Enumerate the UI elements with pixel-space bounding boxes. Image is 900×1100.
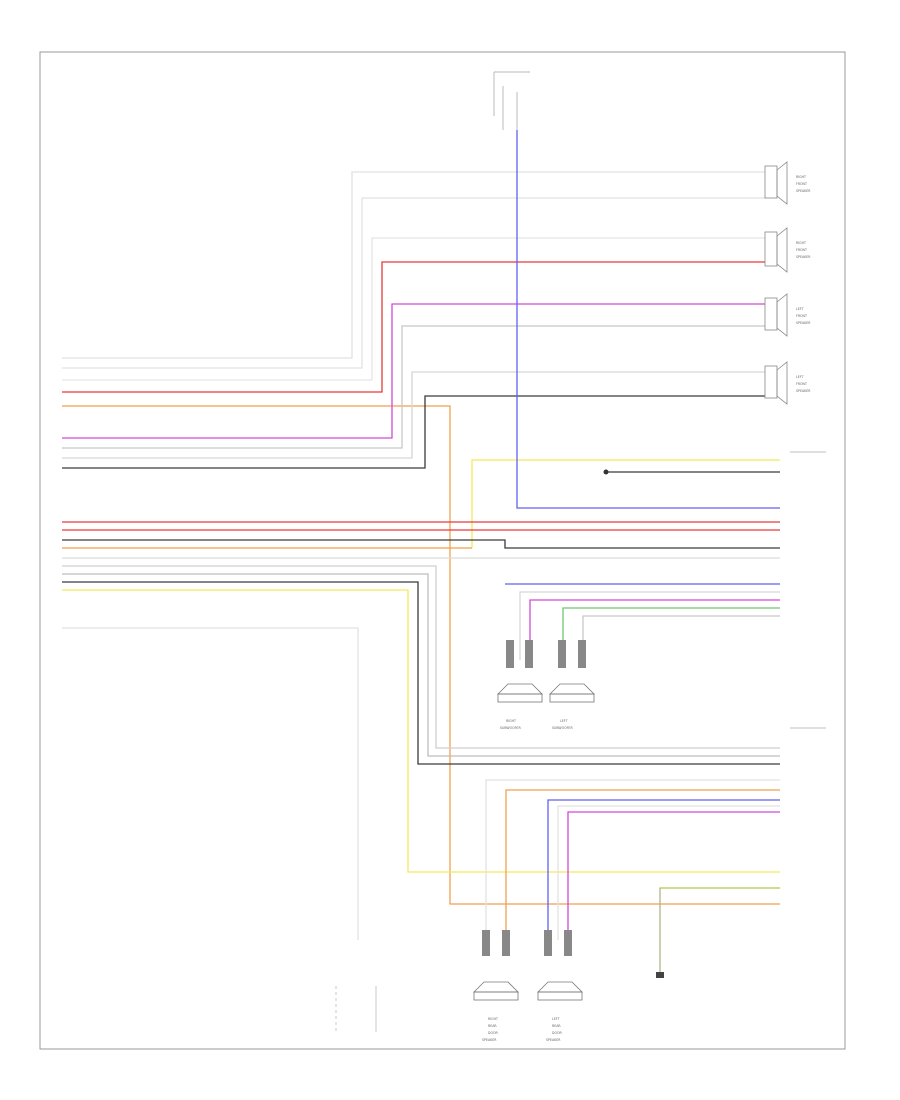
rear-left-label-4: SPEAKER <box>546 1038 561 1042</box>
wire-dark-row <box>62 539 780 549</box>
front-speakers: RIGHT FRONT SPEAKER RIGHT FRONT SPEAKER … <box>764 161 811 405</box>
speaker-right-front-1: RIGHT FRONT SPEAKER <box>764 161 811 205</box>
wire-rear-blue <box>547 799 780 940</box>
wire-white-lower <box>62 627 359 940</box>
wire-rear-orange <box>505 789 780 940</box>
wire-white-1 <box>62 171 765 359</box>
wire-sub-a <box>519 591 780 660</box>
rear-speaker-left: LEFT REAR DOOR SPEAKER <box>537 930 583 1042</box>
wire-magenta-1 <box>62 303 765 439</box>
wire-gray-2 <box>62 371 765 459</box>
rear-left-label-2: REAR <box>552 1024 561 1028</box>
speaker-left-front-2: LEFT FRONT SPEAKER <box>764 361 811 405</box>
wire-red-1 <box>62 261 765 393</box>
wire-rear-white-2 <box>557 805 780 940</box>
rear-right-label-4: SPEAKER <box>482 1038 497 1042</box>
splice-point <box>603 469 609 475</box>
wire-green-yellow <box>659 887 780 975</box>
speaker-1-label-3: SPEAKER <box>796 189 811 193</box>
subwoofer-left: LEFT SUBWOOFER <box>549 640 595 730</box>
wire-sub-d <box>582 615 780 660</box>
subwoofer-right-label-2: SUBWOOFER <box>500 726 521 730</box>
speaker-right-front-2: RIGHT FRONT SPEAKER <box>764 227 811 273</box>
speaker-3-label-2: FRONT <box>796 314 807 318</box>
rear-speakers: RIGHT REAR DOOR SPEAKER LEFT REAR DOOR S… <box>473 930 583 1042</box>
speaker-left-front-1: LEFT FRONT SPEAKER <box>764 293 811 337</box>
rear-left-label-3: DOOR <box>552 1031 562 1035</box>
wire-gray-1 <box>62 325 765 449</box>
wire-yellow-row <box>62 589 780 873</box>
rear-right-label-1: RIGHT <box>488 1017 498 1021</box>
rear-speaker-right: RIGHT REAR DOOR SPEAKER <box>473 930 519 1042</box>
diagram-frame <box>39 51 846 1050</box>
right-connectors <box>656 451 826 978</box>
wires <box>62 130 780 975</box>
lower-left-component <box>335 986 377 1032</box>
wire-gray-row-b <box>62 573 780 757</box>
speaker-3-label-3: SPEAKER <box>796 321 811 325</box>
wire-white-3 <box>62 237 765 381</box>
subwoofer-right-label-1: RIGHT <box>506 719 516 723</box>
rear-right-label-2: REAR <box>488 1024 497 1028</box>
speaker-2-label-3: SPEAKER <box>796 255 811 259</box>
rear-left-label-1: LEFT <box>552 1017 560 1021</box>
speaker-2-label-2: FRONT <box>796 248 807 252</box>
speaker-4-label-2: FRONT <box>796 382 807 386</box>
wire-sub-b <box>529 599 780 660</box>
wire-gray-row-a <box>62 565 780 749</box>
subwoofer-left-label-2: SUBWOOFER <box>552 726 573 730</box>
speaker-4-label-1: LEFT <box>796 375 804 379</box>
subwoofers: RIGHT SUBWOOFER LEFT SUBWOOFER <box>497 640 595 730</box>
wire-rear-magenta <box>567 811 780 940</box>
wire-white-2 <box>62 197 765 369</box>
wire-blue-vertical <box>516 130 780 509</box>
speaker-2-label-1: RIGHT <box>796 241 806 245</box>
wire-dark-speaker <box>62 395 765 469</box>
rear-right-label-3: DOOR <box>488 1031 498 1035</box>
wire-dark-row-b <box>62 581 780 765</box>
wire-rear-white <box>485 779 780 940</box>
wire-yellow-upper <box>471 459 780 548</box>
subwoofer-left-label-1: LEFT <box>560 719 568 723</box>
speaker-4-label-3: SPEAKER <box>796 389 811 393</box>
subwoofer-right: RIGHT SUBWOOFER <box>497 640 543 730</box>
wire-orange-long <box>62 405 780 905</box>
speaker-1-label-1: RIGHT <box>796 175 806 179</box>
speaker-3-label-1: LEFT <box>796 307 804 311</box>
speaker-1-label-2: FRONT <box>796 182 807 186</box>
top-switch-component <box>493 71 530 130</box>
